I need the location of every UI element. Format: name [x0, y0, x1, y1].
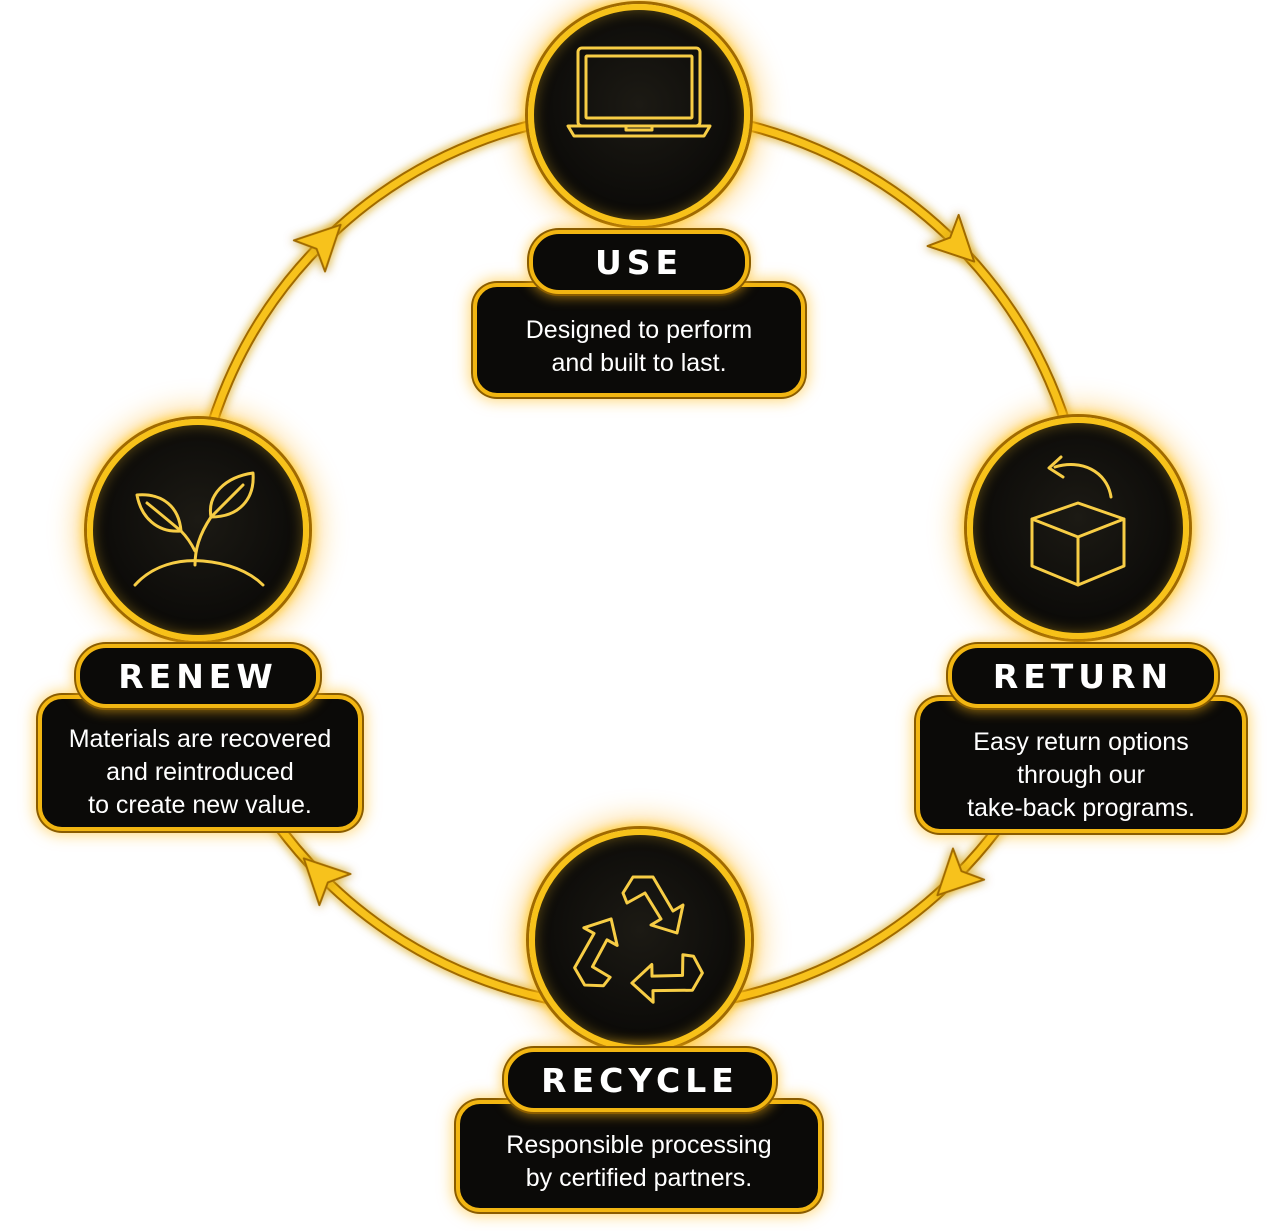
renew-to-use-arrow: [292, 223, 342, 273]
use-stage-label: USE: [529, 230, 749, 294]
recycle-icon: [573, 875, 704, 1004]
sprout-icon: [133, 471, 265, 587]
use-stage-description: Designed to perform and built to last.: [473, 283, 805, 397]
return-to-recycle-arrow: [936, 847, 986, 897]
box-return-icon: [1030, 455, 1126, 587]
return-stage-label: RETURN: [948, 644, 1218, 708]
recycle-stage-circle: [529, 829, 751, 1051]
use-to-return-arrow: [926, 213, 976, 263]
return-stage-circle: [967, 417, 1189, 639]
renew-stage-label: RENEW: [76, 644, 320, 708]
use-stage-circle: [528, 4, 750, 226]
laptop-icon: [566, 46, 712, 138]
recycle-stage-description: Responsible processing by certified part…: [456, 1100, 822, 1212]
recycle-stage-label: RECYCLE: [504, 1048, 776, 1112]
recycle-to-renew-arrow: [302, 857, 352, 907]
return-stage-description: Easy return options through our take-bac…: [916, 697, 1246, 833]
renew-stage-circle: [87, 419, 309, 641]
renew-stage-description: Materials are recovered and reintroduced…: [38, 695, 362, 831]
